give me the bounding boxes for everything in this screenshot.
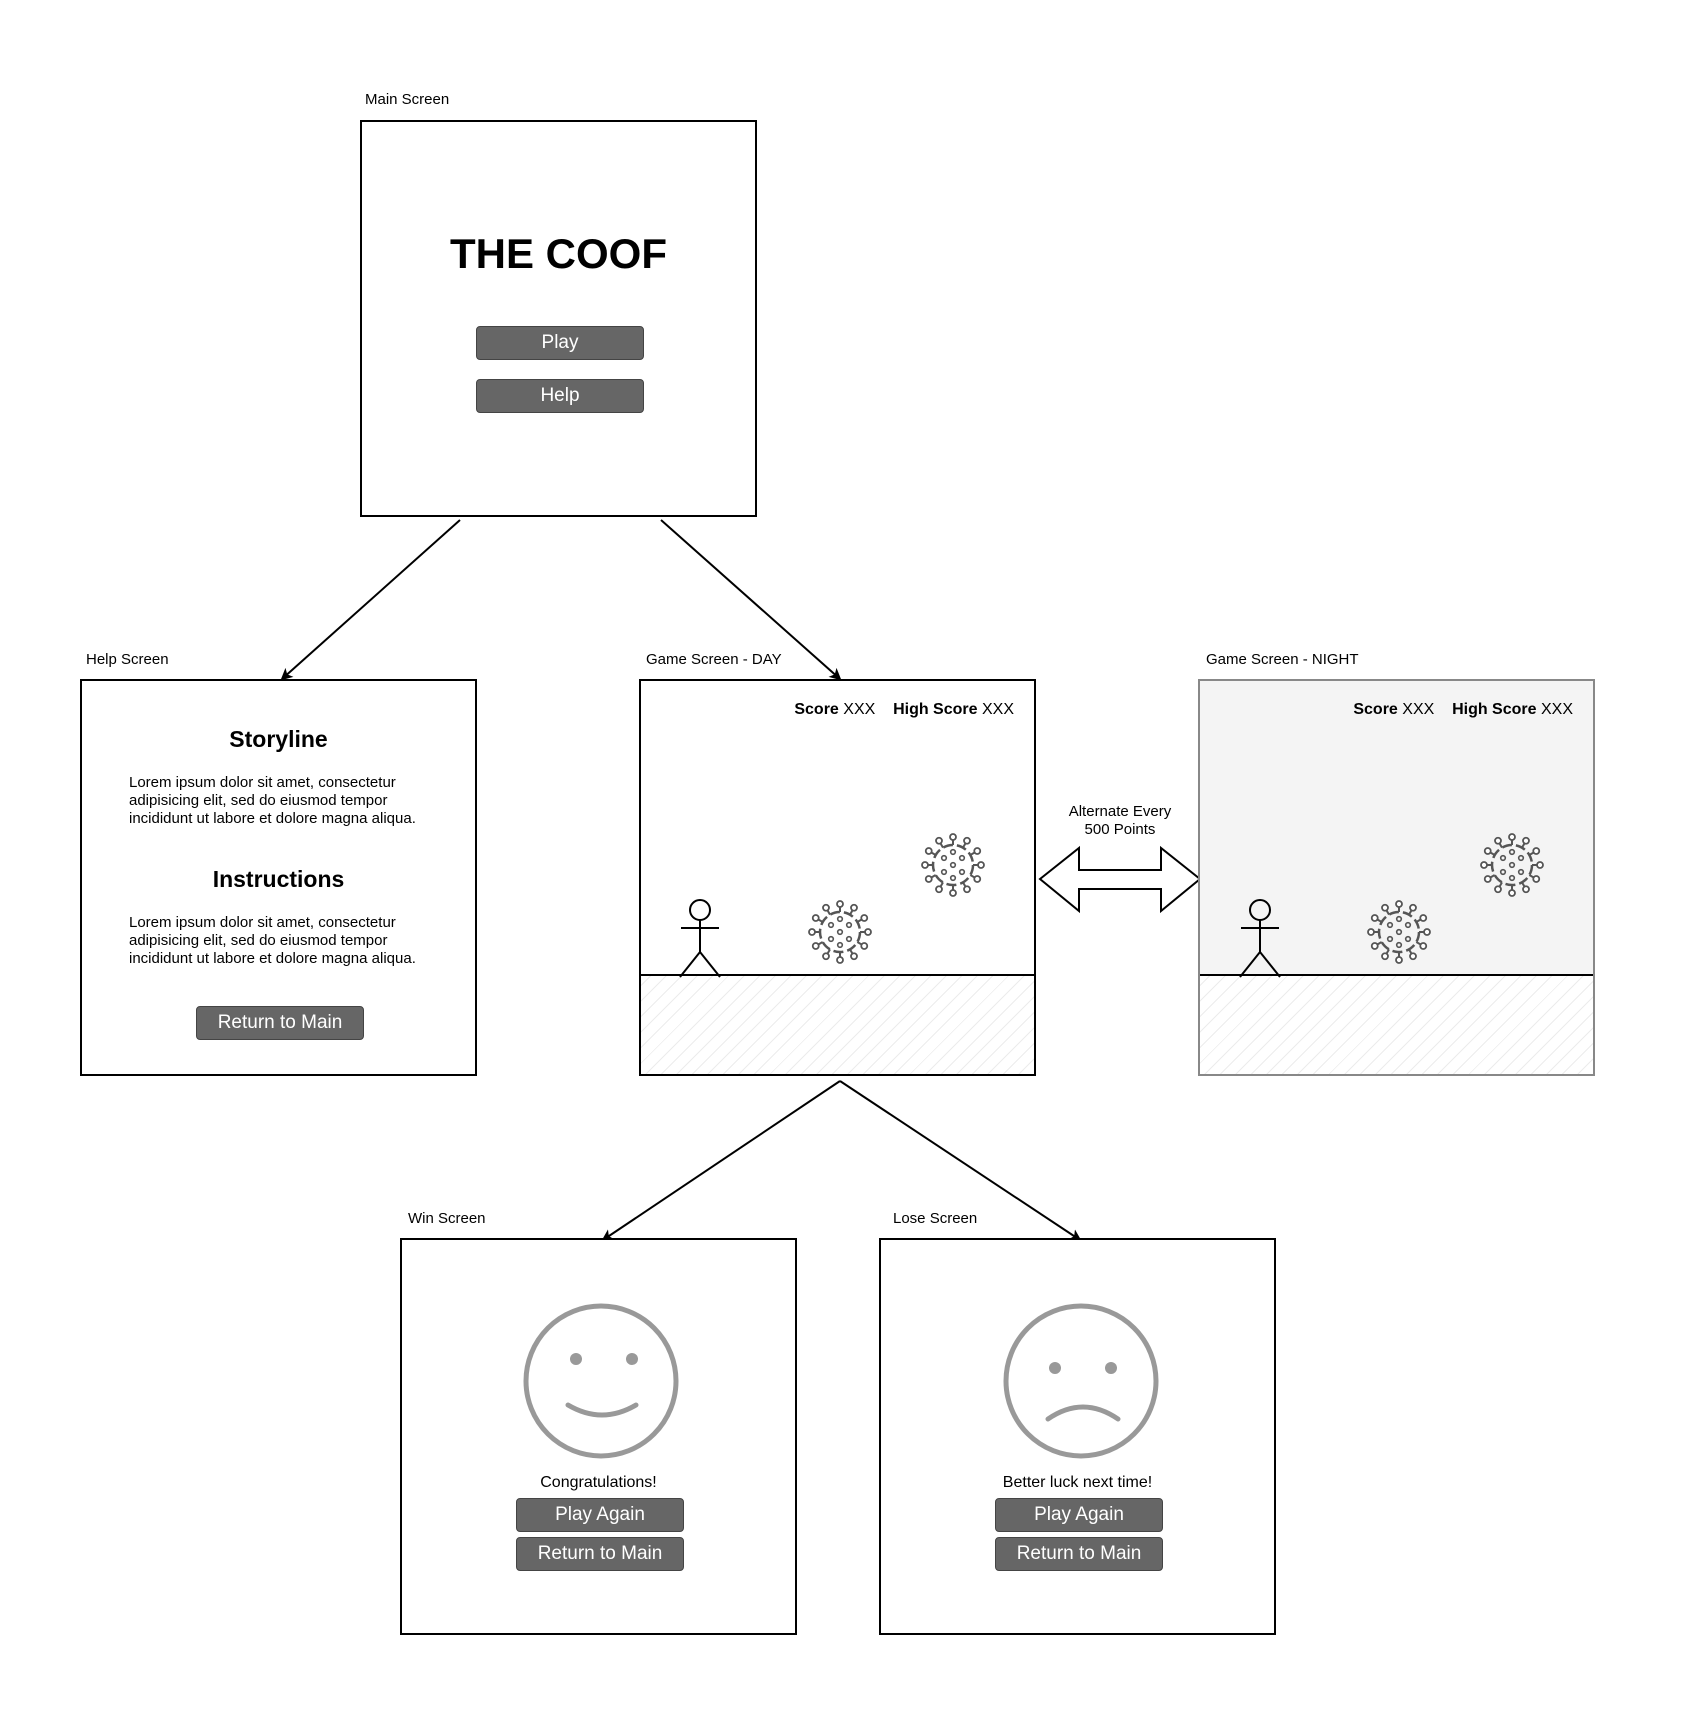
return-to-main-button[interactable]: Return to Main [196, 1006, 364, 1040]
game-day-sprites [679, 833, 985, 978]
high-score-value: XXX [1540, 701, 1573, 718]
lose-screen-label: Lose Screen [893, 1210, 978, 1227]
win-message: Congratulations! [540, 1474, 657, 1491]
double-arrow-icon [1038, 845, 1202, 914]
main-screen-label: Main Screen [365, 91, 450, 108]
game-screen-night: Score XXX High Score XXX [1198, 679, 1595, 1076]
alternate-label: Alternate Every 500 Points [1060, 803, 1180, 839]
win-screen-label: Win Screen [408, 1210, 486, 1227]
game-day-label: Game Screen - DAY [646, 651, 782, 668]
arrow-game-to-win [601, 1080, 841, 1242]
lose-message: Better luck next time! [1002, 1474, 1153, 1491]
arrow-game-to-lose [839, 1080, 1082, 1242]
game-night-label: Game Screen - NIGHT [1206, 651, 1359, 668]
lose-screen: Better luck next time! Play Again Return… [879, 1238, 1276, 1635]
alternate-label-line2: 500 Points [1084, 821, 1156, 838]
alternate-label-line1: Alternate Every [1068, 803, 1172, 820]
score-label: Score [794, 701, 839, 718]
game-title: THE COOF [450, 230, 667, 277]
virus-icon [921, 833, 985, 897]
play-again-button[interactable]: Play Again [995, 1498, 1163, 1532]
storyline-heading: Storyline [229, 726, 328, 752]
sad-face-icon [1003, 1303, 1159, 1459]
high-score-label: High Score [893, 701, 978, 718]
high-score-value: XXX [981, 701, 1014, 718]
virus-icon [1367, 900, 1431, 964]
score-value: XXX [1402, 701, 1435, 718]
play-button[interactable]: Play [476, 326, 644, 360]
main-screen: THE COOF Play Help [360, 120, 757, 517]
score-label: Score [1353, 701, 1398, 718]
play-again-button[interactable]: Play Again [516, 1498, 684, 1532]
storyline-text: Lorem ipsum dolor sit amet, consectetur … [129, 774, 416, 827]
virus-icon [808, 900, 872, 964]
score-value: XXX [843, 701, 876, 718]
instructions-text: Lorem ipsum dolor sit amet, consectetur … [129, 914, 416, 967]
help-screen-label: Help Screen [86, 651, 169, 668]
ground [1200, 974, 1593, 1074]
score-display: Score XXX High Score XXX [794, 701, 1014, 719]
ground [641, 974, 1034, 1074]
virus-icon [1480, 833, 1544, 897]
game-screen-day: Score XXX High Score XXX [639, 679, 1036, 1076]
return-to-main-button[interactable]: Return to Main [516, 1537, 684, 1571]
instructions-heading: Instructions [212, 866, 345, 892]
stick-figure-icon [1239, 899, 1281, 978]
help-button[interactable]: Help [476, 379, 644, 413]
game-night-sprites [1239, 833, 1544, 978]
score-display: Score XXX High Score XXX [1353, 701, 1573, 719]
return-to-main-button[interactable]: Return to Main [995, 1537, 1163, 1571]
high-score-label: High Score [1452, 701, 1537, 718]
stick-figure-icon [679, 899, 721, 978]
win-screen: Congratulations! Play Again Return to Ma… [400, 1238, 797, 1635]
help-screen: Storyline Lorem ipsum dolor sit amet, co… [80, 679, 477, 1076]
arrow-main-to-help [280, 519, 461, 681]
arrow-main-to-game [660, 519, 842, 681]
smiley-face-icon [523, 1303, 679, 1459]
